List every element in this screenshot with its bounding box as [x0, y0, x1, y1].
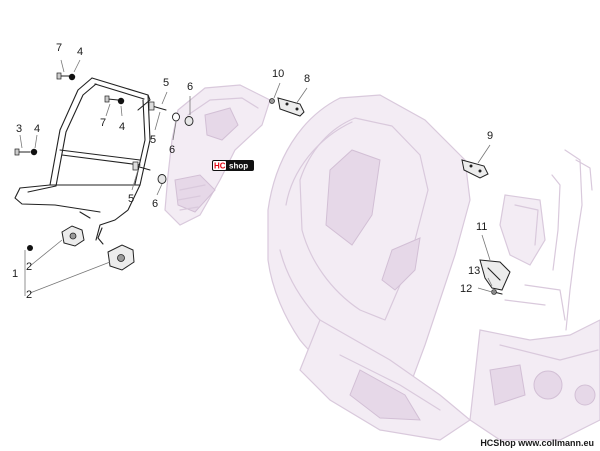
callout-4a: 4 [77, 46, 83, 58]
callout-11: 11 [476, 221, 487, 233]
callout-13: 13 [468, 265, 480, 277]
callout-9: 9 [487, 130, 493, 142]
callout-12: 12 [460, 283, 472, 295]
callout-10: 10 [272, 68, 284, 80]
hcshop-badge: HC shop [212, 160, 254, 171]
callout-4c: 4 [119, 121, 125, 133]
callout-7b: 7 [100, 117, 106, 129]
callout-6a: 6 [187, 81, 193, 93]
callout-5c: 5 [128, 193, 134, 205]
callout-7a: 7 [56, 42, 62, 54]
callout-1: 1 [12, 268, 18, 280]
badge-shop-text: shop [229, 162, 248, 171]
footer-credit: HCShop www.collmann.eu [480, 438, 594, 448]
callout-8: 8 [304, 73, 310, 85]
callout-labels: 1 2 2 7 4 3 4 7 4 5 6 5 6 5 6 10 8 9 11 … [12, 42, 493, 301]
grommet-dot [27, 245, 33, 251]
callout-4b: 4 [34, 123, 40, 135]
callout-2a: 2 [26, 261, 32, 273]
badge-hc-text: HC [214, 162, 226, 171]
callout-6b: 6 [169, 144, 175, 156]
callout-2b: 2 [26, 289, 32, 301]
horn-cover [164, 84, 271, 226]
scooter-body-outline [267, 94, 600, 441]
callout-5a: 5 [163, 77, 169, 89]
rubber-mount-lower [107, 244, 135, 271]
screws-and-washers [14, 72, 511, 295]
rubber-mount-upper [61, 225, 85, 247]
leader-lines [19, 59, 493, 296]
callout-3: 3 [16, 123, 22, 135]
callout-6c: 6 [152, 198, 158, 210]
front-luggage-rack [14, 77, 151, 245]
callout-5b: 5 [150, 134, 156, 146]
